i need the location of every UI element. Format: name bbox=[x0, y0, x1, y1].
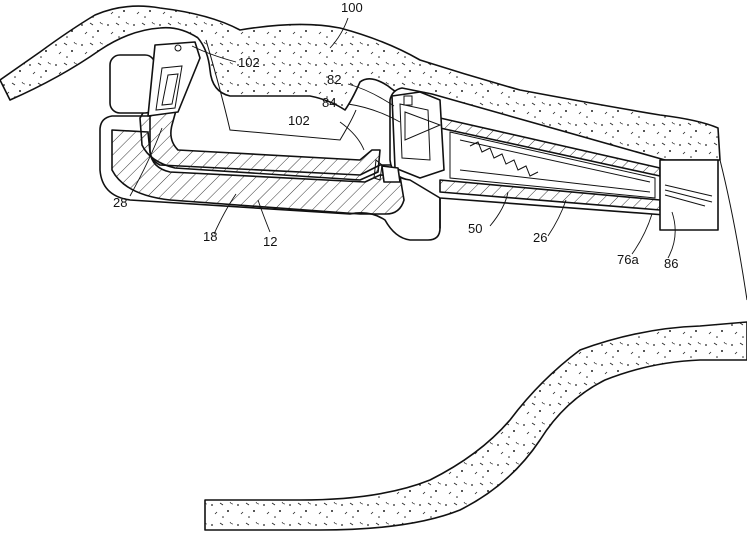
label-100: 100 bbox=[341, 0, 363, 15]
label-102-top: 102 bbox=[238, 55, 260, 70]
label-82: 82 bbox=[327, 72, 341, 87]
clamp-28 bbox=[110, 42, 200, 116]
label-76a: 76a bbox=[617, 252, 639, 267]
label-18: 18 bbox=[203, 229, 217, 244]
label-102-mid: 102 bbox=[288, 113, 310, 128]
label-50: 50 bbox=[468, 221, 482, 236]
label-86: 86 bbox=[664, 256, 678, 271]
label-12: 12 bbox=[263, 234, 277, 249]
label-84: 84 bbox=[322, 95, 336, 110]
label-28: 28 bbox=[113, 195, 127, 210]
label-26: 26 bbox=[533, 230, 547, 245]
